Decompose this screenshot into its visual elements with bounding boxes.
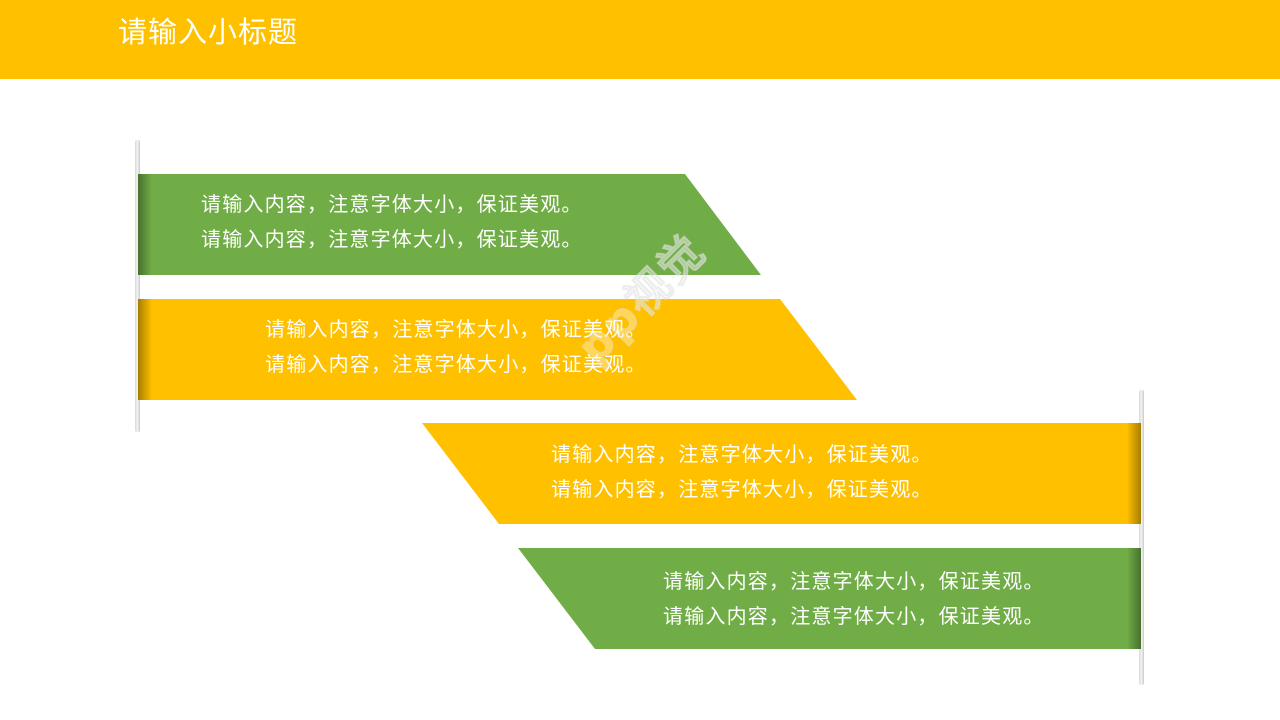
band-2-text: 请输入内容，注意字体大小，保证美观。 请输入内容，注意字体大小，保证美观。 <box>265 312 647 382</box>
band-1-line-1: 请输入内容，注意字体大小，保证美观。 <box>201 192 583 216</box>
band-3-text: 请输入内容，注意字体大小，保证美观。 请输入内容，注意字体大小，保证美观。 <box>551 437 933 507</box>
band-4-text: 请输入内容，注意字体大小，保证美观。 请输入内容，注意字体大小，保证美观。 <box>663 564 1045 634</box>
content-band-2: 请输入内容，注意字体大小，保证美观。 请输入内容，注意字体大小，保证美观。 <box>138 299 858 400</box>
band-3-shape <box>422 423 1141 524</box>
band-1-text: 请输入内容，注意字体大小，保证美观。 请输入内容，注意字体大小，保证美观。 <box>201 187 583 257</box>
band-4-line-2: 请输入内容，注意字体大小，保证美观。 <box>663 604 1045 628</box>
band-3-line-1: 请输入内容，注意字体大小，保证美观。 <box>551 442 933 466</box>
band-2-fold-shadow <box>138 299 152 400</box>
band-4-fold-shadow <box>1127 548 1141 649</box>
content-band-3: 请输入内容，注意字体大小，保证美观。 请输入内容，注意字体大小，保证美观。 <box>422 423 1141 524</box>
band-1-line-2: 请输入内容，注意字体大小，保证美观。 <box>201 227 583 251</box>
band-2-line-1: 请输入内容，注意字体大小，保证美观。 <box>265 317 647 341</box>
right-scroll-rod <box>1139 390 1144 685</box>
band-1-shape <box>138 174 761 275</box>
band-3-line-2: 请输入内容，注意字体大小，保证美观。 <box>551 477 933 501</box>
band-3-fold-shadow <box>1127 423 1141 524</box>
band-4-line-1: 请输入内容，注意字体大小，保证美观。 <box>663 569 1045 593</box>
content-band-4: 请输入内容，注意字体大小，保证美观。 请输入内容，注意字体大小，保证美观。 <box>518 548 1141 649</box>
band-2-line-2: 请输入内容，注意字体大小，保证美观。 <box>265 352 647 376</box>
left-scroll-rod <box>135 140 140 432</box>
band-4-shape <box>518 548 1141 649</box>
band-2-shape <box>138 299 857 400</box>
header-bar: 请输入小标题 <box>0 0 1280 79</box>
page-title: 请输入小标题 <box>118 15 299 49</box>
content-band-1: 请输入内容，注意字体大小，保证美观。 请输入内容，注意字体大小，保证美观。 <box>138 174 762 275</box>
band-1-fold-shadow <box>138 174 152 275</box>
